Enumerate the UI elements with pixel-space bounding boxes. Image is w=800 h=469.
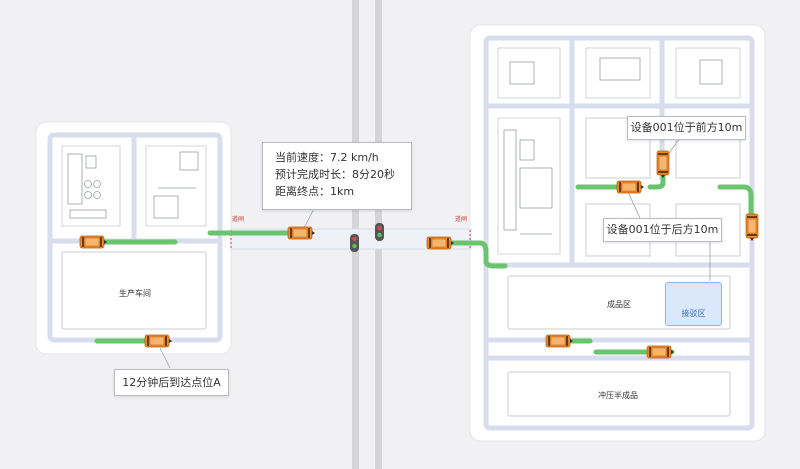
- behind-device-text: 设备001位于后方10m: [606, 223, 719, 236]
- agv-vehicle-icon[interactable]: [79, 235, 108, 249]
- workshop-zone: [61, 251, 207, 330]
- machine-outline-icon: [145, 145, 207, 227]
- stamping-zone-label: 冲压半成品: [598, 391, 638, 400]
- traffic-light-icon[interactable]: [350, 234, 359, 252]
- stamping-zone: [507, 371, 731, 417]
- agv-vehicle-icon[interactable]: [745, 213, 759, 242]
- arrival-callout: 12分钟后到达点位A: [114, 369, 229, 396]
- traffic-light-icon[interactable]: [375, 223, 384, 241]
- agv-vehicle-icon[interactable]: [426, 236, 455, 250]
- agv-vehicle-icon[interactable]: [656, 150, 670, 179]
- machine-outline-icon: [497, 117, 561, 255]
- speed-text: 当前速度：7.2 km/h: [275, 151, 379, 164]
- bay-a: [585, 117, 651, 179]
- agv-status-callout: 当前速度：7.2 km/h 预计完成时长：8分20秒 距离终点：1km: [262, 142, 412, 210]
- agv-vehicle-icon[interactable]: [646, 345, 675, 359]
- behind-device-callout: 设备001位于后方10m: [603, 218, 722, 242]
- workshop-label: 生产车间: [119, 289, 151, 298]
- front-device-text: 设备001位于前方10m: [630, 121, 743, 134]
- distance-text: 距离终点：1km: [275, 185, 355, 198]
- receiving-zone-label: 接驳区: [681, 309, 706, 318]
- agv-vehicle-icon[interactable]: [616, 180, 645, 194]
- receiving-zone[interactable]: 接驳区: [665, 282, 722, 326]
- machine-outline-icon: [61, 145, 121, 227]
- machine-outline-icon: [497, 47, 741, 99]
- arrival-text: 12分钟后到达点位A: [122, 376, 221, 389]
- front-device-callout: 设备001位于前方10m: [627, 116, 746, 140]
- gate-right-label: 道闸: [455, 216, 468, 223]
- agv-vehicle-icon[interactable]: [545, 334, 574, 348]
- finished-zone-label: 成品区: [607, 300, 631, 309]
- agv-vehicle-icon[interactable]: [287, 226, 316, 240]
- eta-text: 预计完成时长：8分20秒: [275, 168, 395, 181]
- agv-vehicle-icon[interactable]: [144, 334, 173, 348]
- gate-left-label: 道闸: [232, 216, 245, 223]
